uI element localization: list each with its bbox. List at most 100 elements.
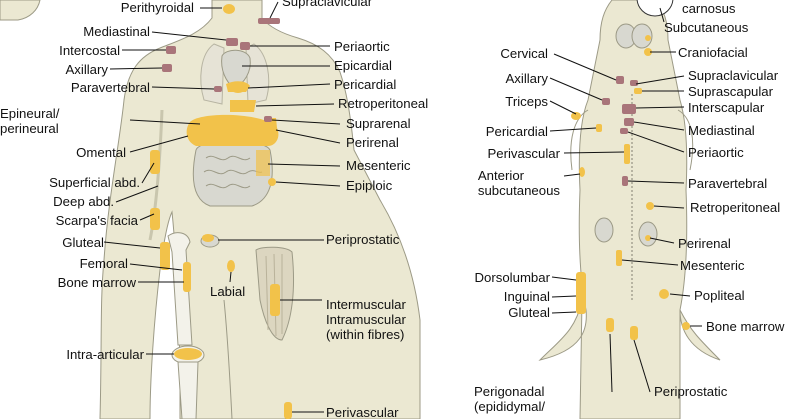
fat-perivascular (284, 402, 292, 419)
label-m-periprostatic: Periprostatic (654, 384, 728, 399)
fat-epineural (200, 116, 226, 134)
fat-scarpas (150, 208, 160, 230)
bat-intercostal (166, 46, 176, 54)
m-fat-bone-marrow (682, 322, 690, 330)
label-h-omental: Omental (76, 145, 126, 160)
label-h-intra-articular: Intra-articular (66, 347, 144, 362)
m-fat-craniofacial (644, 48, 652, 56)
label-m-anterior-subcutaneous: Anterior subcutaneous (477, 168, 560, 198)
human-fat-depots (150, 4, 292, 419)
label-h-superficial-abd: Superficial abd. (49, 175, 140, 190)
m-bat-axillary (602, 98, 610, 105)
m-fat-suprascapular (634, 88, 642, 94)
label-m-perivascular: Perivascular (487, 146, 560, 161)
bat-supraclavicular (258, 18, 280, 24)
fat-periprostatic (202, 234, 214, 242)
m-fat-perivascular (624, 144, 630, 164)
label-h-deep-abd: Deep abd. (53, 194, 114, 209)
label-m-craniofacial: Craniofacial (678, 45, 748, 60)
m-fat-perigonadal-left (606, 318, 614, 332)
label-m-retroperitoneal: Retroperitoneal (690, 200, 781, 215)
m-fat-mesenteric (616, 250, 622, 266)
label-h-retroperitoneal: Retroperitoneal (338, 96, 429, 111)
mouse-brown-fat (602, 76, 638, 186)
m-bat-supraclavicular (630, 80, 638, 86)
m-fat-popliteal (659, 289, 669, 299)
bat-axillary (162, 64, 172, 72)
label-h-pericardial: Pericardial (334, 77, 397, 92)
label-h-perithyroidal: Perithyroidal (120, 0, 194, 15)
label-h-femoral: Femoral (79, 256, 128, 271)
label-m-popliteal: Popliteal (694, 288, 745, 303)
label-h-intercostal: Intercostal (59, 43, 120, 58)
label-m-axillary: Axillary (505, 71, 549, 86)
label-m-mesenteric: Mesenteric (680, 258, 745, 273)
m-fat-subcutaneous (645, 35, 651, 41)
fat-epiploic (268, 178, 276, 186)
m-bat-periaortic (620, 128, 628, 134)
label-h-supraclavicular: Supraclavicular (282, 0, 373, 9)
fat-mesenteric (256, 150, 270, 176)
label-h-perivascular: Perivascular (326, 405, 399, 420)
label-m-bone-marrow: Bone marrow (706, 319, 785, 334)
label-m-perirenal: Perirenal (678, 236, 731, 251)
label-m-supraclavicular: Supraclavicular (688, 68, 779, 83)
human-heart (221, 49, 251, 89)
fat-retroperitoneal (230, 100, 256, 112)
bat-suprarenal (264, 116, 272, 122)
fat-labial (227, 260, 235, 272)
m-bat-cervical (616, 76, 624, 84)
label-m-inguinal: Inguinal (503, 289, 550, 304)
mouse-body (538, 0, 721, 419)
m-bat-mediastinal (624, 118, 634, 126)
label-m-periaortic: Periaortic (688, 145, 744, 160)
human-head (0, 0, 41, 21)
mouse-fat-depots (571, 35, 690, 340)
label-h-bone-marrow: Bone marrow (57, 275, 136, 290)
mouse-kidney-right (638, 221, 658, 247)
human-brown-fat (162, 18, 280, 122)
label-m-paravertebral: Paravertebral (688, 176, 768, 191)
label-h-mesenteric: Mesenteric (346, 158, 411, 173)
label-h-scarpas: Scarpa's facia (55, 213, 138, 228)
m-fat-triceps (571, 112, 581, 120)
label-h-epiploic: Epiploic (346, 178, 393, 193)
m-fat-anterior-subcutaneous (579, 167, 585, 177)
label-h-mediastinal: Mediastinal (83, 24, 150, 39)
m-fat-perirenal (645, 235, 651, 241)
fat-perirenal (264, 118, 278, 138)
human-femur (167, 232, 193, 346)
bat-mediastinal (226, 38, 238, 46)
label-h-perirenal: Perirenal (346, 135, 399, 150)
fat-perithyroidal (223, 4, 235, 14)
label-h-periaortic: Periaortic (334, 39, 390, 54)
fat-gluteal (160, 242, 170, 270)
human-intestine-coils (203, 155, 263, 189)
fat-pericardial (232, 87, 244, 93)
fat-intramuscular (270, 284, 280, 316)
fat-superficial-abd (150, 150, 160, 174)
label-m-pericardial: Pericardial (485, 124, 548, 139)
fat-femoral (183, 262, 191, 292)
fat-intra-articular (174, 348, 202, 360)
human-body (0, 0, 421, 419)
m-fat-dorsolumbar (576, 272, 586, 314)
m-fat-pericardial (596, 124, 602, 132)
label-h-intermuscular: Intermuscular Intramuscular (within fibr… (326, 297, 406, 342)
label-h-axillary: Axillary (65, 62, 109, 77)
label-m-suprascapular: Suprascapular (688, 84, 774, 99)
label-m-dorsolumbar: Dorsolumbar (474, 270, 551, 285)
label-m-mediastinal: Mediastinal (688, 123, 755, 138)
label-h-epineural: Epineural/ perineural (0, 106, 60, 136)
label-h-gluteal: Gluteal (62, 235, 104, 250)
label-m-gluteal: Gluteal (508, 305, 550, 320)
label-m-carnosus: carnosus (682, 1, 736, 16)
label-m-perigonadal: Perigonadal (epididymal/ (474, 384, 546, 414)
mouse-nose-inset (636, 0, 674, 17)
bat-periaortic (240, 42, 250, 50)
leader-lines (103, 1, 702, 413)
m-bat-interscapular (622, 104, 636, 114)
label-h-suprarenal: Suprarenal (346, 116, 411, 131)
label-m-cervical: Cervical (500, 46, 548, 61)
